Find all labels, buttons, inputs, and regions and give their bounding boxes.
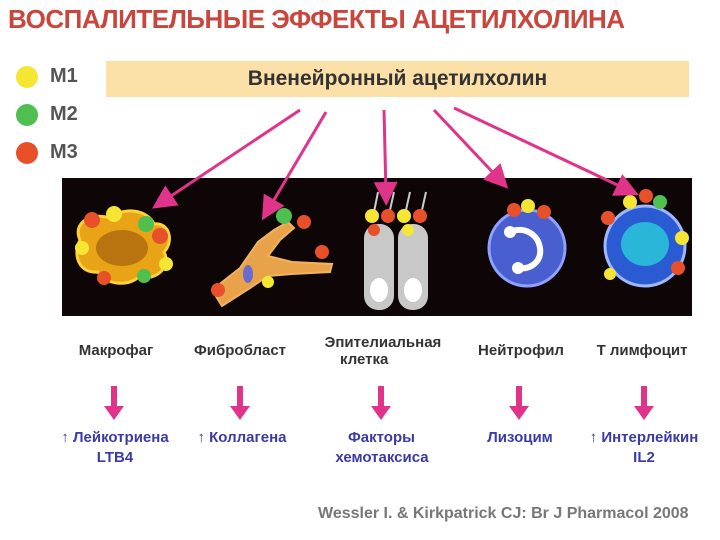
down-arrow-icon (230, 386, 250, 420)
m2-dot-icon (16, 104, 38, 126)
citation: Wessler I. & Kirkpatrick CJ: Br J Pharma… (318, 505, 689, 522)
effect-neutrophil: Лизоцим (470, 428, 570, 448)
cell-name-line: Макрофаг (78, 342, 154, 359)
arrow-to-macrophage (152, 108, 301, 209)
effect-line: IL2 (633, 449, 655, 466)
effect-t-lymphocyte: ↑ Интерлейкин IL2 (580, 428, 708, 468)
cells-svg (75, 189, 689, 310)
legend-item-m3: M3 (16, 140, 106, 166)
cell-illustration-strip (62, 178, 692, 316)
effect-line: ↑ Лейкотриена (61, 429, 169, 446)
effect-line: Факторы (348, 429, 415, 446)
arrow-to-epithelial-cell (373, 109, 398, 206)
effect-line: ↑ Интерлейкин (589, 429, 699, 446)
effect-line: Лизоцим (487, 429, 553, 446)
effect-line: LTB4 (96, 449, 134, 466)
cell-name-fibroblast: Фибробласт (182, 342, 298, 359)
down-arrow-icon (509, 386, 529, 420)
down-arrow-icon (634, 386, 654, 420)
effect-epithelial: Факторы хемотаксиса (322, 428, 442, 468)
arrow-to-fibroblast (261, 111, 328, 221)
effect-macrophage: ↑ Лейкотриена LTB4 (46, 428, 184, 468)
effect-line: ↑ Коллагена (197, 429, 287, 446)
cell-name-line: Нейтрофил (478, 342, 564, 359)
fibroblast-icon (210, 208, 334, 308)
banner-extraneuronal-acetylcholine: Вненейронный ацетилхолин (106, 61, 689, 97)
arrow-to-t-lymphocyte (453, 106, 639, 196)
epithelial-cell-icon (364, 191, 428, 310)
m3-dot-icon (16, 142, 38, 164)
legend-label-m3: M3 (50, 141, 78, 163)
cell-name-line: клетка (340, 351, 389, 368)
legend-item-m1: M1 (16, 64, 106, 90)
cell-name-neutrophil: Нейтрофил (466, 342, 576, 359)
legend-item-m2: M2 (16, 102, 106, 128)
legend-label-m1: M1 (50, 65, 78, 87)
neutrophil-icon (487, 199, 567, 288)
cell-name-macrophage: Макрофаг (56, 342, 176, 359)
cell-name-line: Т лимфоцит (596, 342, 688, 359)
down-arrow-icon (104, 386, 124, 420)
cell-name-line: Фибробласт (193, 342, 287, 359)
arrow-to-neutrophil (432, 108, 509, 189)
effect-line: хемотаксиса (335, 449, 429, 466)
cell-name-epithelial: Эпителиальная клетка (316, 334, 450, 368)
effect-fibroblast: ↑ Коллагена (184, 428, 300, 448)
m1-dot-icon (16, 66, 38, 88)
down-arrow-icon (371, 386, 391, 420)
macrophage-icon (75, 206, 173, 285)
t-lymphocyte-icon (601, 189, 689, 288)
legend-label-m2: M2 (50, 103, 78, 125)
cell-name-line: Эпителиальная (324, 334, 442, 351)
page-title: ВОСПАЛИТЕЛЬНЫЕ ЭФФЕКТЫ АЦЕТИЛХОЛИНА (8, 4, 625, 34)
cell-name-t-lymphocyte: Т лимфоцит (580, 342, 704, 359)
